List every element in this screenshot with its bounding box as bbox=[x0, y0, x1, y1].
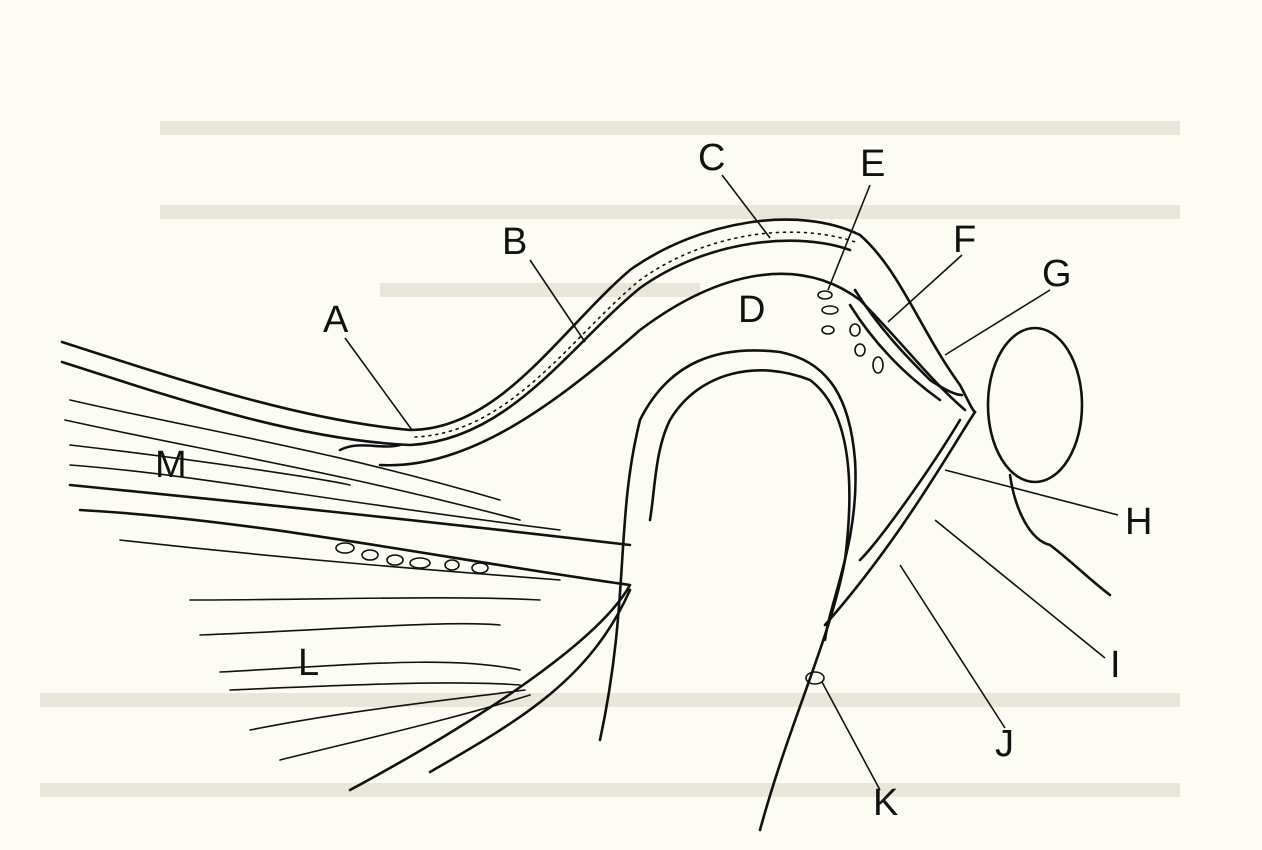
label-j: J bbox=[995, 723, 1014, 765]
label-h: H bbox=[1125, 501, 1152, 543]
bleed-through-background bbox=[40, 121, 1180, 797]
label-c: C bbox=[698, 137, 725, 179]
label-i: I bbox=[1110, 644, 1121, 686]
label-g: G bbox=[1042, 253, 1072, 295]
leader-lines bbox=[344, 174, 1119, 791]
label-k: K bbox=[873, 782, 898, 824]
label-m: M bbox=[155, 444, 187, 486]
muscle-fibers-m bbox=[64, 399, 561, 531]
cartilage-hatching bbox=[414, 231, 859, 438]
labels: A B C D E F G H I J K L M bbox=[155, 137, 1152, 824]
label-b: B bbox=[502, 221, 527, 263]
label-f: F bbox=[953, 219, 976, 261]
anatomy-drawing bbox=[60, 218, 1112, 832]
label-l: L bbox=[298, 642, 319, 684]
label-e: E bbox=[860, 143, 885, 185]
vessels bbox=[335, 290, 884, 685]
ear-canal bbox=[986, 326, 1084, 484]
muscle-fibers-l bbox=[119, 539, 561, 761]
label-a: A bbox=[323, 299, 349, 341]
label-d: D bbox=[738, 289, 765, 331]
